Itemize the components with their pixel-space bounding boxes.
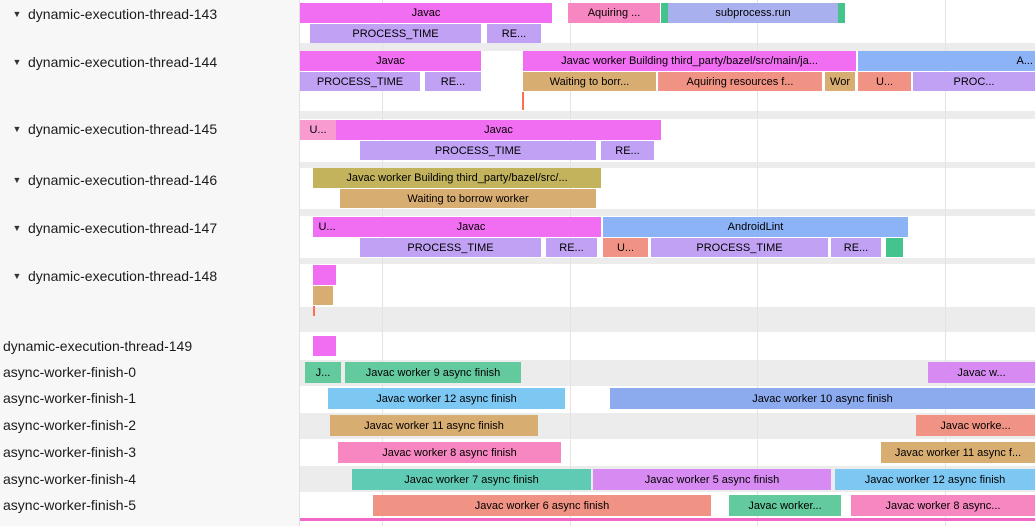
trace-slice[interactable]	[661, 3, 668, 23]
trace-slice[interactable]: Javac	[300, 51, 481, 71]
collapse-arrow-icon[interactable]: ▼	[12, 9, 22, 19]
trace-slice[interactable]: Javac	[300, 3, 552, 23]
trace-slice[interactable]: Javac worker 11 async finish	[330, 415, 538, 436]
instant-event-tick[interactable]	[522, 92, 524, 110]
trace-slice[interactable]: Wor	[825, 72, 855, 91]
instant-event-tick[interactable]	[313, 306, 315, 316]
trace-slice[interactable]: U...	[603, 238, 648, 257]
trace-slice[interactable]: subprocess.run	[668, 3, 838, 23]
track-name: async-worker-finish-1	[3, 390, 137, 406]
row-background-band	[300, 43, 1035, 51]
trace-slice[interactable]: J...	[305, 362, 341, 383]
trace-slice[interactable]: Javac worker 7 async finish	[352, 469, 591, 490]
row-background-band	[300, 258, 1035, 264]
collapse-arrow-icon[interactable]: ▼	[12, 175, 22, 185]
time-gridline	[945, 0, 946, 526]
trace-slice[interactable]: PROCESS_TIME	[651, 238, 828, 257]
trace-slice[interactable]: Aquiring resources f...	[658, 72, 822, 91]
trace-slice[interactable]: Waiting to borrow worker	[340, 189, 596, 208]
trace-slice[interactable]: RE...	[425, 72, 481, 91]
collapse-arrow-icon[interactable]: ▼	[12, 57, 22, 67]
track-name: dynamic-execution-thread-146	[28, 172, 218, 188]
row-background-band	[300, 209, 1035, 216]
trace-slice[interactable]: RE...	[487, 24, 541, 43]
trace-slice[interactable]: Waiting to borr...	[523, 72, 656, 91]
trace-slice[interactable]: Javac	[336, 120, 661, 140]
trace-slice[interactable]: PROCESS_TIME	[310, 24, 481, 43]
collapse-arrow-icon[interactable]: ▼	[12, 271, 22, 281]
track-label[interactable]: ▼ dynamic-execution-thread-143	[0, 5, 299, 23]
trace-slice[interactable]: AndroidLint	[603, 217, 908, 237]
trace-slice[interactable]	[313, 265, 336, 285]
trace-slice[interactable]: A...	[858, 51, 1035, 71]
track-name: async-worker-finish-0	[3, 364, 137, 380]
track-name: dynamic-execution-thread-143	[28, 6, 218, 22]
trace-slice[interactable]: Javac worker 10 async finish	[610, 388, 1035, 409]
track-name: async-worker-finish-3	[3, 444, 137, 460]
trace-slice[interactable]: Javac w...	[928, 362, 1035, 383]
trace-slice[interactable]: Javac worker 11 async f...	[881, 442, 1035, 463]
track-label[interactable]: async-worker-finish-1	[0, 389, 299, 407]
track-label[interactable]: ▼ dynamic-execution-thread-145	[0, 120, 299, 138]
track-name: dynamic-execution-thread-144	[28, 54, 218, 70]
track-label[interactable]: async-worker-finish-3	[0, 443, 299, 461]
trace-slice[interactable]: Aquiring ...	[568, 3, 660, 23]
track-label[interactable]: ▼ dynamic-execution-thread-148	[0, 267, 299, 285]
trace-slice[interactable]: Javac worker...	[729, 495, 841, 516]
track-name: dynamic-execution-thread-148	[28, 268, 218, 284]
trace-slice[interactable]: Javac worker 8 async...	[851, 495, 1035, 516]
track-label[interactable]: async-worker-finish-4	[0, 470, 299, 488]
track-name: async-worker-finish-5	[3, 497, 137, 513]
time-gridline	[570, 0, 571, 526]
trace-slice[interactable]: PROCESS_TIME	[360, 238, 541, 257]
trace-slice[interactable]: Javac worker 12 async finish	[835, 469, 1035, 490]
track-name: dynamic-execution-thread-147	[28, 220, 218, 236]
track-label[interactable]: async-worker-finish-2	[0, 416, 299, 434]
trace-slice[interactable]: Javac worker 8 async finish	[338, 442, 561, 463]
time-gridline	[382, 0, 383, 526]
trace-slice[interactable]: PROCESS_TIME	[300, 72, 420, 91]
trace-slice[interactable]: Javac worker 5 async finish	[593, 469, 831, 490]
track-label[interactable]: async-worker-finish-5	[0, 496, 299, 514]
collapse-arrow-icon[interactable]: ▼	[12, 223, 22, 233]
trace-slice[interactable]	[313, 286, 333, 305]
trace-slice[interactable]: Javac worke...	[916, 415, 1035, 436]
trace-slice[interactable]: RE...	[601, 141, 654, 160]
trace-slice[interactable]	[838, 3, 845, 23]
timeline-bottom-line	[300, 518, 1035, 521]
time-gridline	[757, 0, 758, 526]
track-label[interactable]: ▼ dynamic-execution-thread-146	[0, 171, 299, 189]
track-name: dynamic-execution-thread-145	[28, 121, 218, 137]
track-label[interactable]: ▼ dynamic-execution-thread-144	[0, 53, 299, 71]
trace-slice[interactable]: RE...	[831, 238, 881, 257]
trace-slice[interactable]: Javac worker Building third_party/bazel/…	[313, 168, 601, 188]
track-name: async-worker-finish-4	[3, 471, 137, 487]
track-label[interactable]: ▼ dynamic-execution-thread-147	[0, 219, 299, 237]
track-label[interactable]: dynamic-execution-thread-149	[0, 337, 299, 355]
trace-slice[interactable]: PROCESS_TIME	[360, 141, 596, 160]
trace-slice[interactable]: U...	[300, 120, 336, 140]
row-background-band	[300, 111, 1035, 119]
track-label[interactable]: async-worker-finish-0	[0, 363, 299, 381]
track-name: dynamic-execution-thread-149	[3, 338, 193, 354]
row-background-band	[300, 162, 1035, 168]
trace-slice[interactable]: Javac worker 6 async finish	[373, 495, 711, 516]
trace-slice[interactable]: Javac worker 9 async finish	[345, 362, 521, 383]
track-list: ▼ dynamic-execution-thread-143 ▼ dynamic-ex…	[0, 0, 300, 526]
trace-slice[interactable]: PROC...	[913, 72, 1035, 91]
trace-slice[interactable]: U...	[858, 72, 911, 91]
trace-slice[interactable]	[886, 238, 903, 257]
trace-slice[interactable]: U...	[313, 217, 341, 237]
collapse-arrow-icon[interactable]: ▼	[12, 124, 22, 134]
trace-slice[interactable]: Javac worker 12 async finish	[328, 388, 565, 409]
trace-slice[interactable]: Javac	[341, 217, 601, 237]
row-background-band	[300, 307, 1035, 332]
trace-slice[interactable]	[313, 336, 336, 356]
trace-slice[interactable]: Javac worker Building third_party/bazel/…	[523, 51, 856, 71]
trace-slice[interactable]: RE...	[546, 238, 597, 257]
track-name: async-worker-finish-2	[3, 417, 137, 433]
